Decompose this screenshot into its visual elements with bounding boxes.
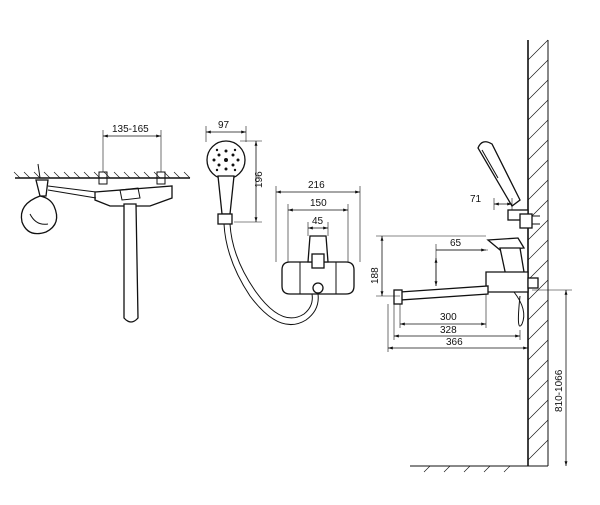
dim-328: 328 [440,325,457,336]
dim-366: 366 [446,337,463,348]
front-view: 97 196 216 150 45 [205,120,361,325]
dim-300: 300 [440,312,457,323]
dim-150: 150 [310,198,327,209]
top-view: 135-165 [13,124,191,323]
dim-810-1066: 810-1066 [554,369,565,412]
dim-71: 71 [470,194,482,205]
dim-65: 65 [450,238,462,249]
side-view: 71 65 188 300 328 366 810-1066 [370,39,572,473]
dim-135-165: 135-165 [112,124,149,135]
dim-97: 97 [218,120,230,131]
dim-45: 45 [312,216,324,227]
dim-196: 196 [254,171,265,188]
dim-216: 216 [308,180,325,191]
dim-188: 188 [370,267,381,284]
